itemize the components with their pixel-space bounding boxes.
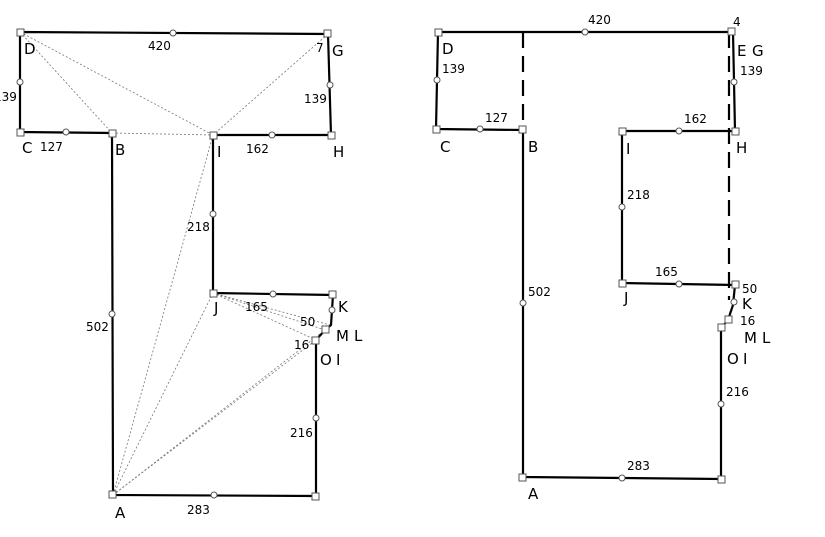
dim-ih: 162 <box>684 112 707 126</box>
dim-ab: 502 <box>86 320 109 334</box>
dim-mo: 16 <box>740 314 755 328</box>
point-label-g: G <box>332 42 344 60</box>
point-label-d: D <box>442 40 454 58</box>
point-label-l: L <box>762 329 771 347</box>
dim-dg: 420 <box>588 13 611 27</box>
left-construction-lines <box>19 31 331 496</box>
point-label-o: O <box>727 350 739 368</box>
dim-jk: 165 <box>245 300 268 314</box>
dim-ij: 218 <box>187 220 210 234</box>
dim-cb: 127 <box>40 140 63 154</box>
point-label-o: O <box>320 351 332 369</box>
dim-ap: 283 <box>187 503 210 517</box>
point-label-a: A <box>528 485 539 503</box>
point-label-a: A <box>115 504 126 522</box>
dim-ap: 283 <box>627 459 650 473</box>
right-vertices <box>432 27 740 484</box>
point-label-i: I <box>626 140 630 158</box>
dim-gh: 139 <box>304 92 327 106</box>
point-label-c: C <box>22 139 32 157</box>
dim-cd: 139 <box>0 90 17 104</box>
dim-ij: 218 <box>627 188 650 202</box>
dim-cd: 139 <box>442 62 465 76</box>
point-label-h: H <box>736 139 747 157</box>
dim-ab: 502 <box>528 285 551 299</box>
point-label-i2: I <box>336 351 340 369</box>
dim-small: 4 <box>733 15 741 29</box>
dim-cb: 127 <box>485 111 508 125</box>
point-label-h: H <box>333 143 344 161</box>
dim-op: 216 <box>290 426 313 440</box>
point-label-j: J <box>623 289 628 307</box>
point-label-l: L <box>354 327 363 345</box>
point-label-b: B <box>528 138 538 156</box>
left-vertices <box>16 28 337 501</box>
dim-gh: 139 <box>740 64 763 78</box>
dim-jk: 165 <box>655 265 678 279</box>
left-outline <box>18 30 335 498</box>
dim-ih: 162 <box>246 142 269 156</box>
point-label-d: D <box>24 40 36 58</box>
left-figure: D G C B I H J K M L O I A 420 7 139 139 … <box>0 28 363 522</box>
dim-kl: 50 <box>300 315 315 329</box>
point-label-j: J <box>213 299 218 317</box>
point-label-c: C <box>440 138 450 156</box>
point-label-e: E <box>737 42 746 60</box>
dim-small: 7 <box>316 41 324 55</box>
point-label-m: M <box>744 329 757 347</box>
point-label-b: B <box>115 141 125 159</box>
point-label-k: K <box>338 298 349 316</box>
right-outline <box>434 30 737 481</box>
dim-kl: 50 <box>742 282 757 296</box>
point-label-i2: I <box>743 350 747 368</box>
point-label-i: I <box>217 143 221 161</box>
point-label-g: G <box>752 42 764 60</box>
point-label-k: K <box>742 295 753 313</box>
dim-dg: 420 <box>148 39 171 53</box>
dim-mo: 16 <box>294 338 309 352</box>
right-figure: D E G C B I H J K M L O I A 420 4 139 13… <box>432 13 771 503</box>
dim-op: 216 <box>726 385 749 399</box>
point-label-m: M <box>336 327 349 345</box>
